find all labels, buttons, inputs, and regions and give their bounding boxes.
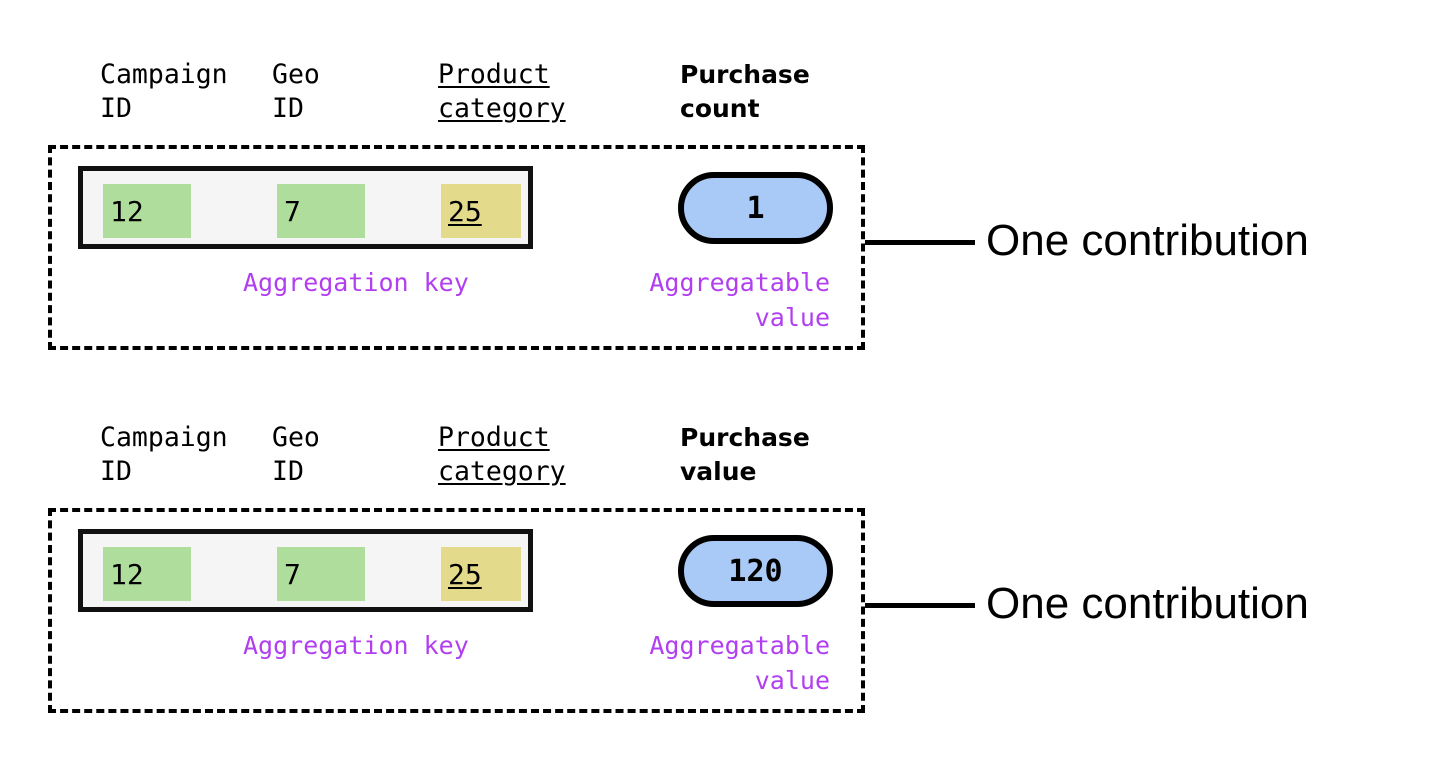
- key-cell-campaign-id: 12: [103, 184, 191, 238]
- key-cell-geo-id: 7: [277, 547, 365, 601]
- header-purchase-value: Purchase value: [680, 423, 810, 486]
- key-cell-geo-id: 7: [277, 184, 365, 238]
- key-cell-product-category: 25: [441, 184, 521, 238]
- column-headers: Campaign ID Geo ID Product category Purc…: [0, 58, 900, 138]
- header-product-category-line2: category: [438, 456, 566, 487]
- header-product-category-line1: Product: [438, 422, 550, 453]
- header-geo-id: Geo ID: [272, 422, 320, 487]
- annotation-aggregatable-value: Aggregatable value: [649, 268, 830, 332]
- header-campaign-id: Campaign ID: [100, 422, 228, 487]
- callout-one-contribution: One contribution: [986, 216, 1309, 265]
- contribution-boundary: [48, 508, 865, 713]
- callout-connector-line: [865, 240, 975, 245]
- annotation-aggregation-key: Aggregation key: [243, 268, 469, 297]
- header-product-category: Product category: [438, 58, 566, 126]
- header-product-category: Product category: [438, 421, 566, 489]
- annotation-aggregation-key: Aggregation key: [243, 631, 469, 660]
- aggregatable-value-pill: 120: [678, 535, 833, 607]
- header-product-category-line2: category: [438, 93, 566, 124]
- header-product-category-line1: Product: [438, 59, 550, 90]
- header-purchase-count: Purchase count: [680, 60, 810, 123]
- key-cell-product-category: 25: [441, 547, 521, 601]
- aggregation-key-box: 12 7 25: [78, 166, 533, 249]
- header-geo-id: Geo ID: [272, 59, 320, 124]
- key-cell-product-category-value: 25: [448, 557, 482, 591]
- annotation-aggregatable-value: Aggregatable value: [649, 631, 830, 695]
- column-headers: Campaign ID Geo ID Product category Purc…: [0, 421, 900, 501]
- contribution-boundary: [48, 145, 865, 350]
- aggregatable-value-pill: 1: [678, 172, 833, 244]
- key-cell-product-category-value: 25: [448, 194, 482, 228]
- callout-connector-line: [865, 603, 975, 608]
- key-cell-campaign-id: 12: [103, 547, 191, 601]
- header-campaign-id: Campaign ID: [100, 59, 228, 124]
- callout-one-contribution: One contribution: [986, 579, 1309, 628]
- aggregation-key-box: 12 7 25: [78, 529, 533, 612]
